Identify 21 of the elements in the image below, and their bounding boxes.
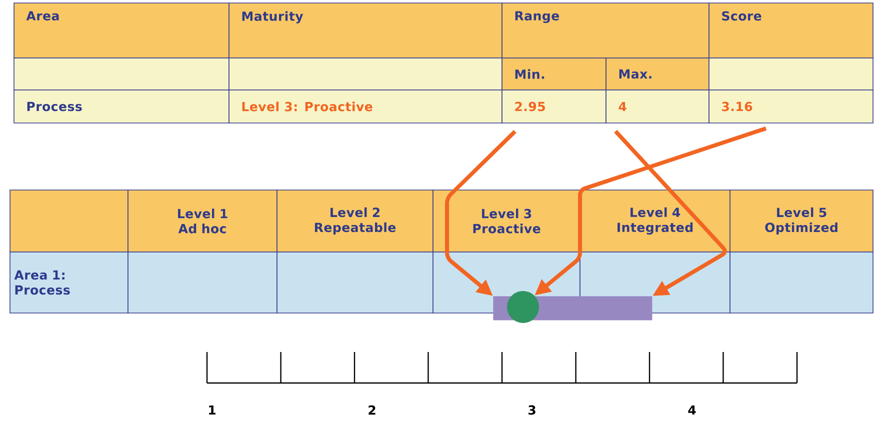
table-cell: Max. bbox=[606, 58, 710, 90]
table-cell: Level 3 Proactive bbox=[432, 190, 580, 252]
scale-number: 1 bbox=[209, 405, 216, 415]
table-cell: Level 1 Ad hoc bbox=[128, 190, 278, 252]
table-cell: Process bbox=[14, 90, 230, 124]
table-cell: Score bbox=[708, 2, 874, 58]
table-cell: 3.16 bbox=[708, 90, 874, 124]
score-dot bbox=[507, 291, 539, 323]
table-cell: Min. bbox=[502, 58, 606, 90]
table-cell: 4 bbox=[606, 90, 710, 124]
table-cell: Maturity bbox=[228, 2, 502, 58]
scale-number: 2 bbox=[368, 405, 376, 415]
scale-number: 3 bbox=[528, 405, 536, 415]
scale-number: 4 bbox=[688, 405, 696, 415]
table-cell: 2.95 bbox=[502, 90, 606, 124]
arrow bbox=[614, 130, 727, 296]
table-cell: Level 5 Optimized bbox=[730, 190, 874, 252]
table-cell: Area 1: Process bbox=[10, 252, 128, 314]
table-cell: Level 2 Repeatable bbox=[276, 190, 434, 252]
table-cell: Area bbox=[14, 2, 230, 58]
table-cell: Level 4 Integrated bbox=[580, 190, 730, 252]
